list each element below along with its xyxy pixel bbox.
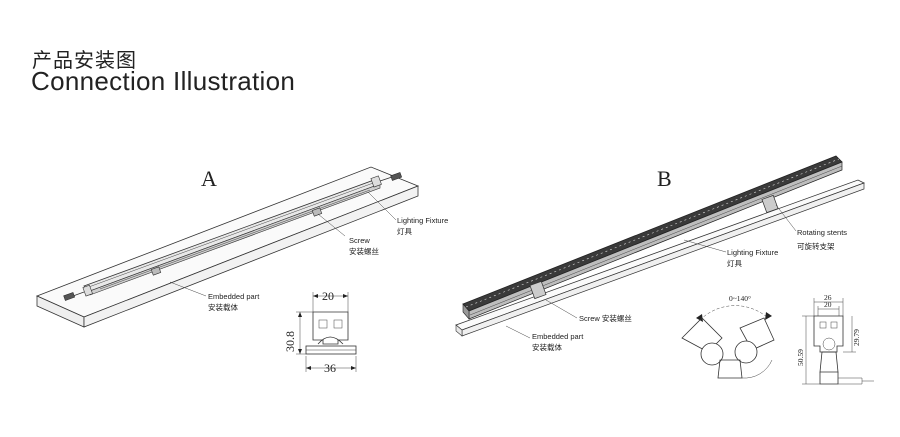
diagram-a-embedded-part-label-cn: 安装载体 bbox=[208, 302, 238, 312]
diagram-a-lighting-fixture-label: Lighting Fixture bbox=[397, 216, 448, 225]
diagram-a-callout-leaders bbox=[169, 191, 397, 297]
diagram-b-rotating-stents-label-cn: 可旋转支架 bbox=[797, 241, 835, 251]
diagram-a-bracket-drawing bbox=[296, 292, 357, 372]
diagram-b-dimension-upper-height: 29.79 bbox=[852, 329, 861, 346]
diagram-a-letter: A bbox=[201, 166, 217, 191]
page-title-chinese: 产品安装图 bbox=[32, 48, 137, 72]
diagram-b-bracket-right bbox=[761, 194, 779, 214]
diagram-b-bracket-drawing bbox=[802, 298, 874, 385]
diagram-a-dimension-width-top: 20 bbox=[322, 289, 334, 303]
diagram-b-light-bar bbox=[462, 155, 843, 320]
diagram-b-rotating-stents-label: Rotating stents bbox=[797, 228, 847, 237]
diagram-b-embedded-strip bbox=[455, 179, 866, 337]
diagram-a-light-bar bbox=[63, 172, 403, 301]
diagram-a-dimension-height: 30.8 bbox=[283, 331, 297, 352]
diagram-a-lighting-fixture-label-cn: 灯具 bbox=[397, 226, 412, 236]
diagram-b-rotation-sketch bbox=[681, 305, 775, 379]
diagram-b-dimension-outer-width: 26 bbox=[824, 293, 832, 302]
diagram-b-callout-leaders bbox=[505, 204, 797, 339]
diagram-b-embedded-part-label-cn: 安装载体 bbox=[532, 342, 562, 352]
diagram-b-rotation-angle: 0~140° bbox=[729, 294, 751, 303]
diagram-b-lighting-fixture-label: Lighting Fixture bbox=[727, 248, 778, 257]
diagram-b-embedded-part-label: Embedded part bbox=[532, 332, 584, 341]
diagram-b-screw-label: Screw 安装螺丝 bbox=[579, 313, 632, 323]
diagram-a-dimension-width-bottom: 36 bbox=[324, 361, 336, 375]
diagram-b-bracket-left bbox=[529, 280, 547, 300]
diagram-b-letter: B bbox=[657, 166, 672, 191]
page-title-english: Connection Illustration bbox=[31, 66, 296, 96]
diagram-b-dimension-inner-width: 20 bbox=[824, 300, 832, 309]
diagram-a-screw-label: Screw bbox=[349, 236, 370, 245]
diagram-a-embedded-part-label: Embedded part bbox=[208, 292, 260, 301]
diagram-b: B Rotating stents 可旋转支架 Lighting Fixture bbox=[455, 155, 874, 385]
diagram-a-screw-label-cn: 安装螺丝 bbox=[349, 246, 379, 256]
diagram-b-lighting-fixture-label-cn: 灯具 bbox=[727, 258, 742, 268]
diagram-a: A bbox=[35, 166, 448, 375]
diagram-b-dimension-total-height: 50.59 bbox=[796, 349, 805, 366]
